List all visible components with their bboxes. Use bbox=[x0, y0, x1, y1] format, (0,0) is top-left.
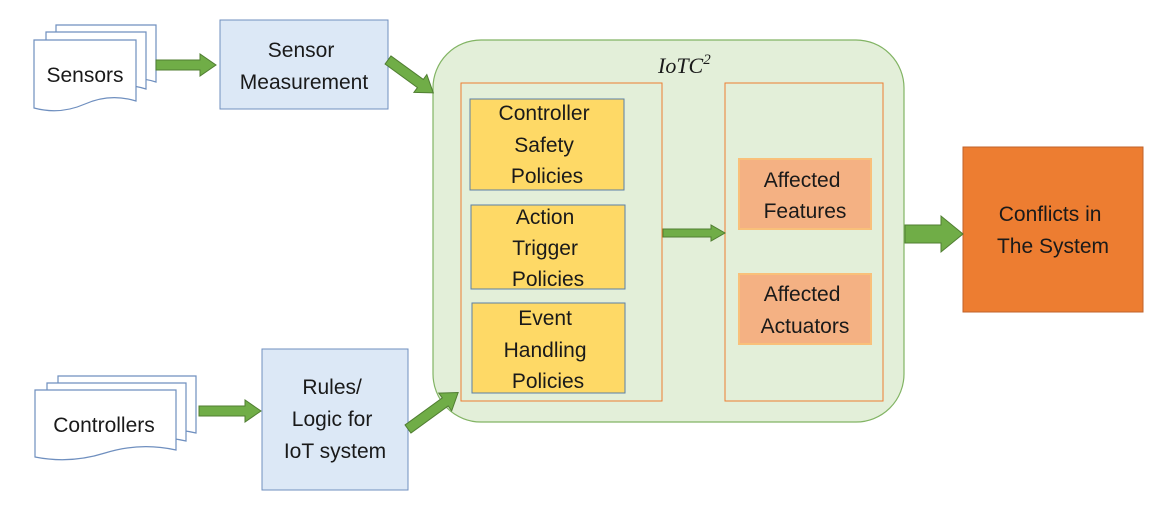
conflicts-box: Conflicts in The System bbox=[962, 146, 1144, 313]
conflicts-line: Conflicts in bbox=[999, 203, 1102, 226]
measurement-to-iotc-arrow-icon bbox=[384, 55, 435, 94]
sensor-measurement-line: Sensor bbox=[268, 39, 335, 62]
policy-line: Controller bbox=[499, 102, 590, 125]
affected-line: Actuators bbox=[761, 315, 850, 338]
policy-line: Policies bbox=[512, 268, 584, 291]
svg-text:Rules/ Logic for I: Rules/ Logic for IoT system bbox=[284, 376, 386, 463]
svg-text:Affected Actuators: Affected Actuators bbox=[761, 283, 850, 338]
svg-text:Conflicts in The System: Conflicts in The System bbox=[997, 203, 1109, 258]
svg-text:Sensor Measurement: Sensor Measurement bbox=[240, 39, 369, 94]
affected-line: Features bbox=[764, 200, 847, 223]
arrows bbox=[155, 53, 964, 434]
sensors-label: Sensors bbox=[46, 64, 123, 87]
sensors-document-stack: Sensors bbox=[33, 24, 157, 112]
controller-safety-policies-box: Controller Safety Policies bbox=[469, 98, 625, 191]
iotc-to-conflicts-arrow-icon bbox=[904, 214, 964, 254]
sensor-measurement-line: Measurement bbox=[240, 71, 369, 94]
policy-line: Event bbox=[518, 307, 572, 330]
rules-logic-box: Rules/ Logic for IoT system bbox=[261, 348, 409, 491]
policies-to-affected-arrow-icon bbox=[662, 224, 727, 242]
document-icon bbox=[34, 389, 177, 461]
policy-line: Trigger bbox=[512, 237, 578, 260]
affected-panel bbox=[724, 82, 884, 402]
affected-features-box: Affected Features bbox=[738, 158, 872, 230]
policy-line: Policies bbox=[512, 370, 584, 393]
policies-panel bbox=[460, 82, 663, 402]
svg-text:Action Trigger: Action Trigger Policies bbox=[512, 206, 584, 291]
rules-logic-line: Logic for bbox=[292, 408, 373, 431]
svg-text:Controller Safety: Controller Safety Policies bbox=[499, 102, 596, 188]
controllers-label: Controllers bbox=[53, 414, 155, 437]
document-icon bbox=[33, 39, 137, 112]
sensors-to-measurement-arrow-icon bbox=[155, 53, 217, 77]
svg-text:Event Handling: Event Handling Policies bbox=[504, 307, 593, 393]
policy-line: Handling bbox=[504, 339, 587, 362]
action-trigger-policies-box: Action Trigger Policies bbox=[470, 204, 626, 291]
rules-logic-line: IoT system bbox=[284, 440, 386, 463]
policy-line: Policies bbox=[511, 165, 583, 188]
affected-line: Affected bbox=[764, 283, 841, 306]
iotc2-title: IoTC2 bbox=[657, 52, 711, 78]
controllers-document-stack: Controllers bbox=[34, 375, 197, 461]
policy-line: Safety bbox=[514, 134, 574, 157]
rules-to-iotc-arrow-icon bbox=[404, 392, 459, 434]
sensor-measurement-box: Sensor Measurement bbox=[219, 19, 389, 110]
policy-line: Action bbox=[516, 206, 574, 229]
rules-logic-line: Rules/ bbox=[302, 376, 362, 399]
svg-text:Affected Features: Affected Features bbox=[764, 169, 847, 223]
affected-line: Affected bbox=[764, 169, 841, 192]
event-handling-policies-box: Event Handling Policies bbox=[471, 302, 626, 394]
affected-actuators-box: Affected Actuators bbox=[738, 273, 872, 345]
controllers-to-rules-arrow-icon bbox=[198, 399, 262, 423]
conflicts-line: The System bbox=[997, 235, 1109, 258]
